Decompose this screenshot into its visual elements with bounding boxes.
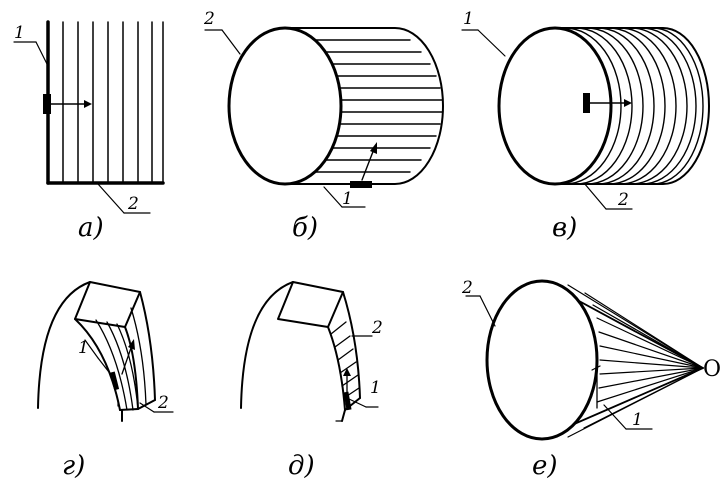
- panel-b-tool-icon: [350, 181, 372, 188]
- panel-v-tool-icon: [583, 93, 590, 113]
- panel-v-label-1: 1: [463, 9, 474, 29]
- panel-b-label-1: 1: [342, 189, 353, 209]
- panel-a-label-2: 2: [127, 194, 139, 214]
- panel-d-caption: д): [288, 451, 315, 481]
- panel-a-caption: а): [78, 213, 104, 243]
- panel-e-cone: [465, 279, 704, 441]
- panel-e-label-2: 2: [461, 278, 473, 298]
- panel-v-cylinder: [461, 26, 710, 210]
- panel-v-label-2: 2: [617, 190, 629, 210]
- panel-g-label-2: 2: [157, 393, 169, 413]
- panel-g-label-1: 1: [78, 338, 89, 358]
- panel-e-caption: е): [532, 451, 558, 481]
- panel-e-apex-label: O: [703, 357, 721, 382]
- panel-a-label-1: 1: [14, 23, 25, 43]
- panel-d-label-2: 2: [371, 318, 383, 338]
- panel-a-tool-icon: [43, 94, 51, 114]
- panel-d-label-1: 1: [370, 378, 381, 398]
- panel-g-arch: [37, 281, 174, 422]
- panel-b-caption: б): [292, 213, 318, 243]
- panel-g-caption: г): [62, 451, 85, 481]
- panel-d-tool-icon: [343, 391, 352, 411]
- panel-d-arch: [240, 281, 379, 422]
- panel-e-label-1: 1: [632, 410, 643, 430]
- panel-v-caption: в): [552, 213, 577, 243]
- panel-b-label-2: 2: [203, 9, 215, 29]
- panel-a-plane: [13, 20, 165, 214]
- panel-b-cylinder: [204, 26, 444, 208]
